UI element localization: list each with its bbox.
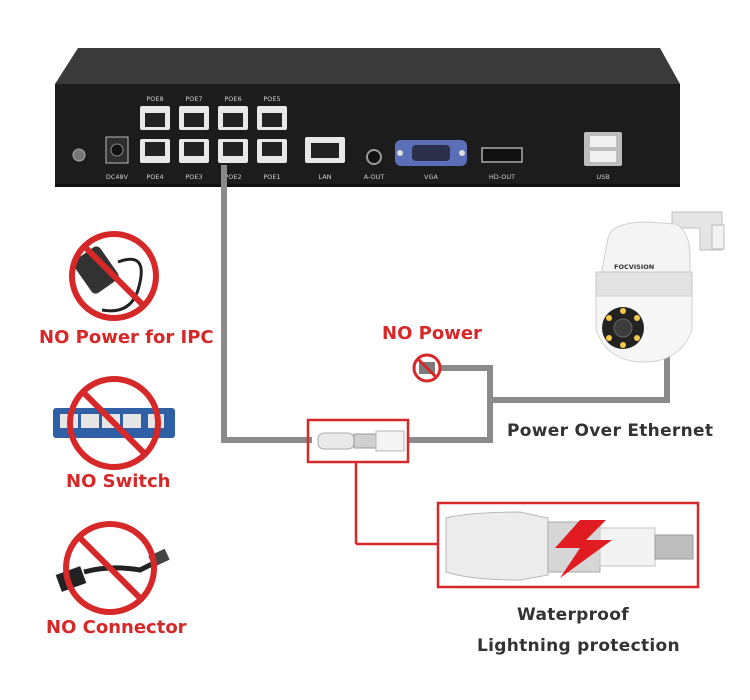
prohibited-sign-icon (63, 521, 157, 615)
waterproof-label: Waterproof (517, 605, 629, 625)
ptz-camera-icon (595, 211, 725, 363)
no-power-for-ipc-label: NO Power for IPC (39, 327, 214, 348)
poe8-label: POE8 (146, 95, 163, 103)
no-power-label: NO Power (382, 323, 482, 344)
poe6-label: POE6 (224, 95, 241, 103)
rj45-plug-icon (317, 432, 355, 450)
prohibited-sign-icon (69, 231, 159, 321)
poe-label: Power Over Ethernet (507, 421, 714, 441)
nvr-top (55, 48, 680, 84)
lightning-protection-label: Lightning protection (477, 636, 680, 656)
aout-label: A-OUT (364, 173, 385, 181)
poe4-label: POE4 (146, 173, 163, 181)
camera-brand-label: FOCVISION (614, 263, 654, 271)
ground-screw-icon (72, 148, 86, 162)
poe-ports-bottom (140, 139, 287, 163)
usb-label: USB (596, 173, 609, 181)
lan-label: LAN (318, 173, 331, 181)
poe-ports-top (140, 106, 287, 130)
no-switch-group (53, 376, 175, 470)
no-connector-label: NO Connector (46, 617, 187, 638)
power-adapter-icon (73, 246, 119, 294)
no-power-small-icon (412, 353, 442, 383)
no-connector-group (55, 521, 170, 615)
waterproof-cap-icon (445, 511, 549, 581)
nvr-front-panel (55, 84, 680, 186)
lightning-bolt-icon (555, 520, 612, 578)
poe5-label: POE5 (263, 95, 280, 103)
ethernet-cable (221, 165, 312, 443)
hdmi-port (481, 147, 523, 163)
dc-label: DC48V (106, 173, 129, 181)
no-switch-label: NO Switch (66, 471, 171, 492)
ethernet-cable-right (408, 365, 493, 443)
connector-highlight-box (306, 418, 410, 464)
prohibited-sign-icon (67, 376, 161, 470)
audio-out-jack (366, 149, 382, 165)
poe1-label: POE1 (263, 173, 280, 181)
poe7-label: POE7 (185, 95, 202, 103)
vga-label: VGA (424, 173, 438, 181)
poe2-label: POE2 (224, 173, 241, 181)
poe3-label: POE3 (185, 173, 202, 181)
hdout-label: HD-OUT (489, 173, 515, 181)
no-power-adapter-group (69, 231, 159, 321)
